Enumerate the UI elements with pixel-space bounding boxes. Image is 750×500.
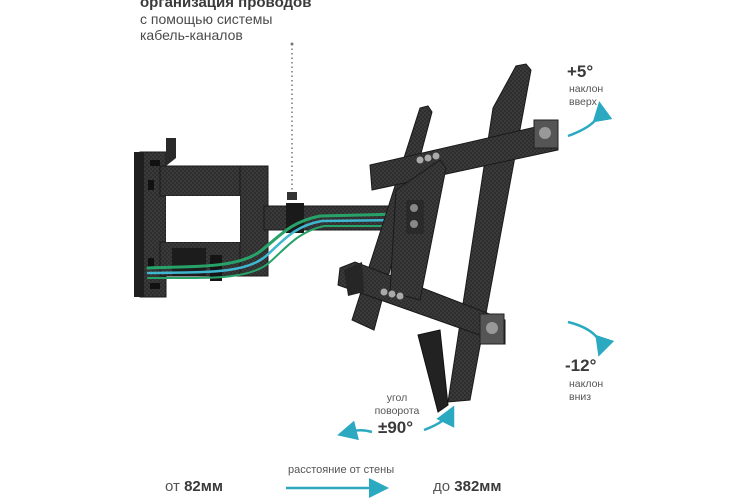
rotation-value: ±90° (378, 418, 414, 437)
cables (146, 212, 404, 280)
tilt-down-label-1: наклон (569, 378, 604, 390)
rotate-left-arrow (337, 420, 373, 441)
tilt-down-arrow (567, 320, 615, 357)
knob-upper (533, 119, 559, 149)
distance-to-value: 382мм (454, 478, 502, 495)
distance-label: расстояние от стены (288, 464, 395, 476)
arm-segment-1 (159, 165, 269, 281)
rotation-label-2: поворота (374, 405, 420, 417)
tilt-up-arrow (567, 101, 613, 138)
tilt-down-value: -12° (565, 356, 597, 375)
tilt-up-label-2: вверх (569, 96, 597, 108)
leader-dot (287, 192, 297, 200)
rotate-right-arrow (423, 405, 455, 432)
arm-segment-2 (263, 203, 409, 233)
cable-management-line3: кабель-каналов (140, 27, 243, 43)
knob-lower (479, 313, 505, 345)
distance-from-prefix: от (165, 478, 180, 495)
tilt-up-label-1: наклон (569, 83, 604, 95)
cable-management-title: организация проводов (140, 0, 312, 11)
tilt-down-label-2: вниз (569, 391, 592, 403)
distance-from: от 82мм (165, 478, 223, 495)
tilt-up-value: +5° (567, 62, 594, 81)
distance-to: до 382мм (433, 478, 502, 495)
vesa-frame (337, 63, 559, 413)
cable-management-line2: с помощью системы (140, 11, 273, 27)
distance-from-value: 82мм (184, 478, 223, 495)
distance-to-prefix: до (433, 478, 451, 495)
rotation-label-1: угол (386, 392, 408, 404)
